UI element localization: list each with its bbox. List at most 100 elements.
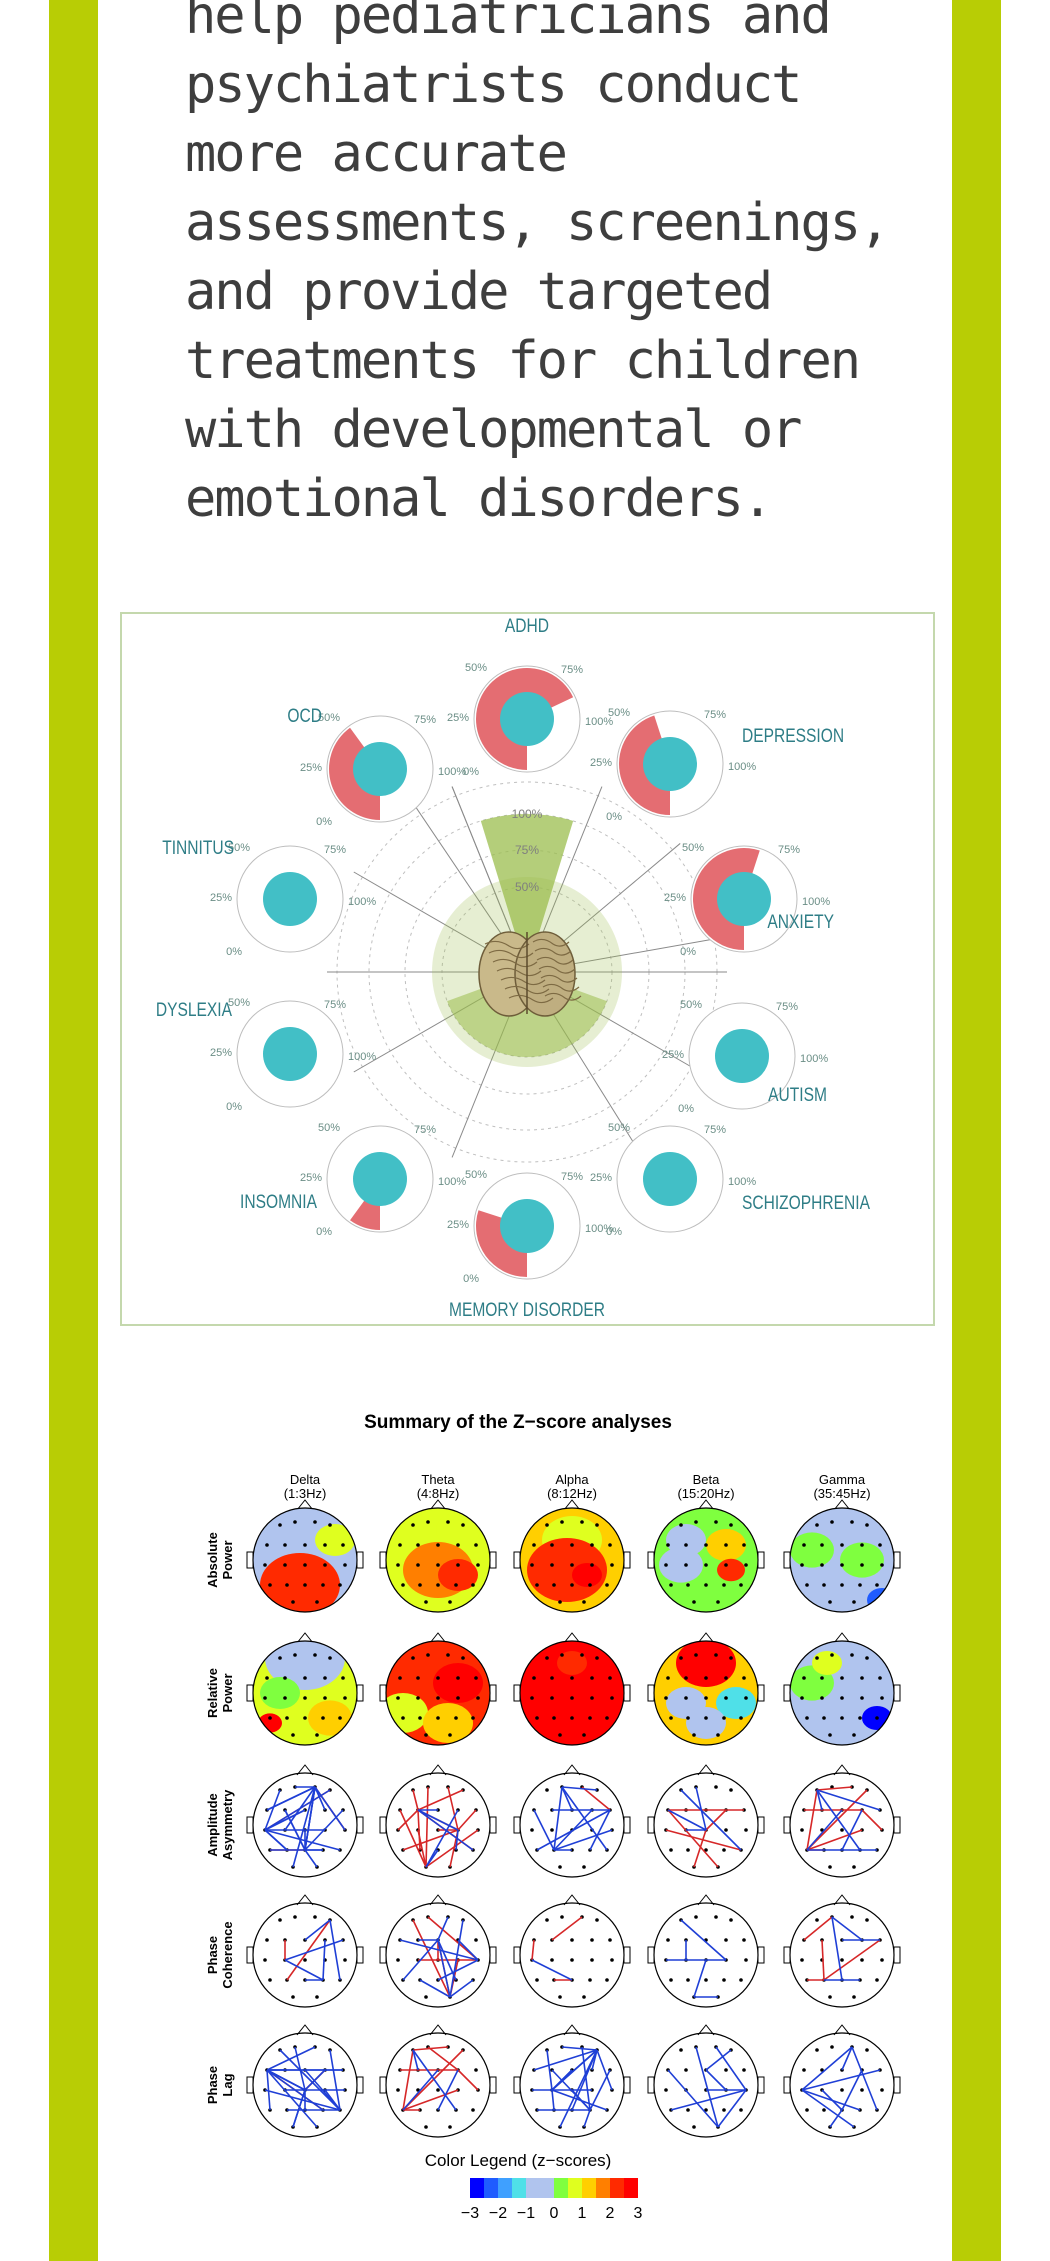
brain-icon [478,931,582,1017]
electrode [878,1543,882,1547]
condition-label: DEPRESSION [742,725,844,747]
gauge-core [353,1152,407,1206]
ear-left [513,1551,521,1569]
electrode [416,1696,420,1700]
nose-marker [296,1499,314,1511]
head-outline [252,1640,358,1746]
electrode [530,1828,534,1832]
topomap [647,1632,765,1746]
electrode [679,1523,683,1527]
connection-line [831,1916,863,1941]
topomap [647,2024,765,2138]
connection-line [561,1786,598,1791]
connection-line [266,2069,306,2091]
connection-line [806,1829,863,1851]
electrode [722,1978,726,1982]
electrode [448,2125,452,2129]
electrode [880,1958,884,1962]
electrode [570,1676,574,1680]
electrode [860,1958,864,1962]
topomap-fill [253,1641,357,1745]
electrode [605,1583,609,1587]
electrode [570,1543,574,1547]
gauge-tick-label: 0% [463,766,479,778]
electrode [436,2088,440,2092]
gauge-tick-label: 100% [348,1051,376,1063]
electrode [545,1788,549,1792]
electrode [880,2088,884,2092]
electrode [820,1676,824,1680]
electrode [704,1848,708,1852]
connection-line [304,2069,326,2091]
electrode [704,1563,708,1567]
electrode [714,1915,718,1919]
electrode [471,1583,475,1587]
gauge-core [263,872,317,926]
electrode [850,1520,854,1524]
electrode [313,1653,317,1657]
electrode [694,1520,698,1524]
color-blob [527,1657,617,1729]
ear-right [757,2076,765,2094]
connection-line [402,2049,414,2111]
electrode [268,1583,272,1587]
ear-right [356,2076,364,2094]
ear-left [647,1684,655,1702]
electrode [714,1653,718,1657]
topomap [513,1894,631,2008]
electrode [552,1716,556,1720]
brain-fold [496,967,542,977]
color-blob [686,1707,726,1739]
topomap [783,1764,901,1878]
electrode [865,1523,869,1527]
gauge-tick-label: 75% [704,1124,726,1136]
connection-line [546,2049,553,2091]
ear-right [623,2076,631,2094]
condition-label: TINNITUS [162,837,234,859]
connection-line [561,1786,573,1811]
gauge-core [263,1027,317,1081]
nose-marker [833,2024,851,2036]
gauge-tick-label: 0% [678,1103,694,1115]
electrode [315,1995,319,1999]
electrode [722,1716,726,1720]
nose-marker [563,1499,581,1511]
electrode [875,1716,879,1720]
head-outline [252,1902,358,2008]
electrode [739,2108,743,2112]
topomap-fill [520,1641,624,1745]
connection-line [670,2089,747,2111]
connection-line [399,1939,479,1961]
electrode [820,1543,824,1547]
electrode [474,1676,478,1680]
connection-line [806,1789,868,1851]
connection-line [412,2046,449,2051]
ear-left [783,1946,791,1964]
nose-marker [563,2024,581,2036]
head-outline [385,1640,491,1746]
electrode [704,1543,708,1547]
gauge-fill-arc [476,668,574,770]
electrode [802,1676,806,1680]
electrode [686,1716,690,1720]
gauge-tick-label: 75% [561,1171,583,1183]
brain-fold [492,958,538,968]
connection-line [695,1786,707,1831]
electrode [396,1696,400,1700]
electrode [293,1653,297,1657]
electrode [570,1696,574,1700]
nose-marker [296,1894,314,1906]
connection-line [816,1789,881,1811]
connection-line [427,1916,479,1961]
electrode [265,1543,269,1547]
head-outline [252,2032,358,2138]
legend-swatch [596,2178,610,2198]
color-blob [557,1651,587,1675]
color-blob [315,1524,355,1556]
row-label-line1: Absolute [205,1532,220,1588]
electrode [278,1918,282,1922]
electrode [669,1848,673,1852]
connection-line [402,1939,439,1981]
electrode [742,1543,746,1547]
